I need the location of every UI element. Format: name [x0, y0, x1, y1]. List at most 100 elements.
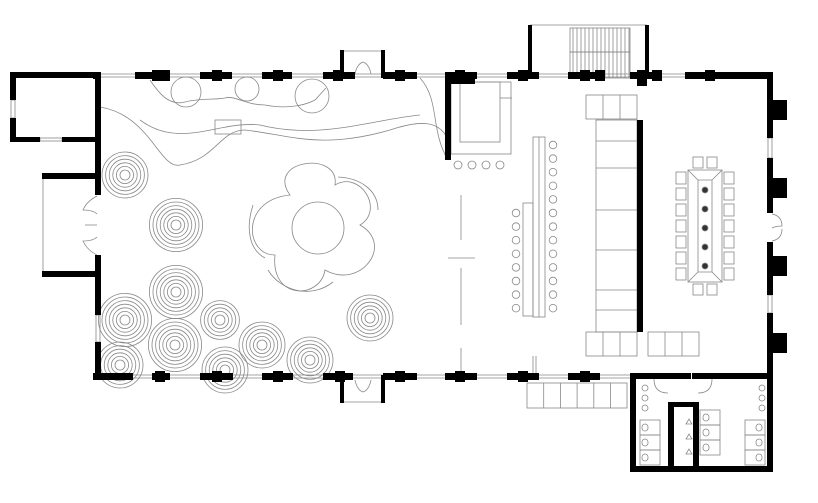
garden-ring	[165, 335, 184, 354]
garden-ring	[293, 343, 327, 377]
toilet-icon	[755, 453, 763, 462]
centerpiece-icon	[701, 243, 709, 251]
garden-ring	[111, 355, 130, 374]
thin-lines	[10, 24, 783, 471]
garden-ring	[357, 305, 383, 331]
garden-ring	[214, 314, 226, 326]
garden-ring	[114, 359, 126, 371]
window	[39, 137, 63, 142]
wall-pier	[580, 70, 590, 81]
garden-ring	[170, 286, 182, 298]
garden-ring	[364, 312, 376, 324]
wall-pier	[395, 70, 405, 81]
toilet-stall	[639, 449, 661, 466]
wall-pier	[152, 70, 170, 81]
chair	[675, 267, 687, 281]
wall-segment	[693, 402, 699, 470]
toilet-stall	[699, 439, 721, 456]
chair	[723, 251, 735, 265]
wall-pier	[93, 373, 133, 380]
garden-bed	[294, 78, 330, 114]
stool	[548, 276, 558, 286]
garden-ring	[163, 212, 189, 238]
door-swing-icon	[653, 378, 713, 394]
flower-rim	[248, 176, 379, 292]
sofa	[647, 331, 700, 357]
bar-counter	[522, 202, 534, 317]
garden-path	[99, 106, 449, 166]
sofa	[585, 94, 638, 120]
garden-ring	[155, 325, 195, 365]
garden-ring	[210, 310, 229, 329]
stool	[548, 195, 558, 204]
chair	[675, 251, 687, 265]
wall-segment	[10, 72, 16, 100]
wall-segment	[10, 118, 16, 142]
garden-ring	[242, 325, 282, 365]
wall-segment	[636, 373, 691, 379]
wall-segment	[381, 50, 385, 78]
garden-ring	[163, 279, 189, 305]
toilet-icon	[755, 438, 763, 447]
wall-pier	[395, 371, 405, 382]
chair	[723, 235, 735, 249]
wall-segment	[42, 173, 98, 179]
wall-segment	[767, 313, 773, 378]
wall-segment	[340, 50, 344, 78]
buttress	[772, 333, 787, 353]
garden-ring	[162, 332, 188, 358]
garden-path	[149, 79, 327, 108]
bench	[595, 119, 638, 333]
garden-ring	[201, 346, 249, 394]
stool	[548, 263, 558, 272]
wall-segment	[95, 140, 101, 195]
garden-ring	[148, 264, 203, 319]
garden-ring	[238, 321, 286, 369]
sink-icon	[685, 433, 693, 440]
wall-pier	[273, 70, 283, 81]
garden-ring	[116, 165, 135, 184]
toilet-icon	[641, 453, 649, 462]
stool	[548, 208, 558, 218]
chair	[692, 283, 704, 296]
window	[10, 99, 16, 119]
wall-segment	[668, 405, 674, 470]
wall-pier	[685, 72, 772, 79]
garden-ring	[290, 340, 330, 380]
garden-ring	[350, 298, 390, 338]
wall-segment	[445, 78, 451, 160]
garden-bed	[170, 76, 202, 108]
garden-path	[419, 77, 449, 161]
toilet-icon	[641, 438, 649, 447]
wall-segment	[95, 255, 101, 315]
stool	[548, 154, 558, 163]
sofa	[585, 331, 638, 357]
sink-icon	[685, 448, 693, 455]
chair	[723, 171, 735, 185]
wall-segment	[340, 375, 344, 403]
urinal-icon	[758, 384, 766, 392]
wall-segment	[62, 137, 97, 142]
garden-ring	[159, 208, 193, 242]
urinal-icon	[758, 394, 766, 402]
wall-pier	[273, 371, 283, 382]
door-swing-icon	[354, 379, 372, 393]
buttress	[772, 178, 787, 198]
toilet-icon	[641, 423, 649, 432]
urinal-icon	[641, 404, 649, 412]
wall-segment	[630, 373, 636, 472]
centerpiece-icon	[701, 262, 709, 270]
garden-ring	[151, 321, 199, 369]
garden-ring	[101, 296, 149, 344]
garden-ring	[119, 314, 131, 326]
wall-pier	[155, 371, 165, 382]
stool	[511, 249, 521, 258]
partition-wall	[637, 120, 643, 332]
chair	[675, 235, 687, 249]
garden-ring	[98, 292, 153, 347]
kitchen-counter	[459, 81, 501, 143]
wall-segment	[10, 72, 100, 78]
garden-ring	[200, 300, 240, 340]
stool	[495, 160, 505, 170]
